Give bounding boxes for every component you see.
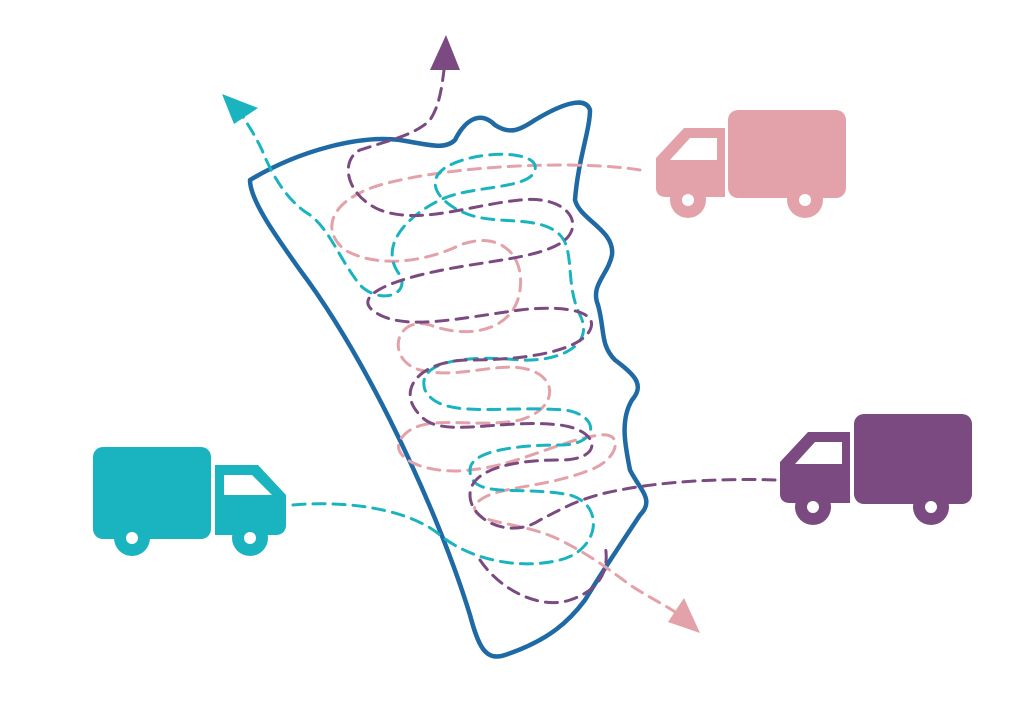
pink-truck-window xyxy=(670,138,717,160)
purple-truck-icon xyxy=(780,414,972,525)
purple-truck-window xyxy=(795,442,842,464)
pink-truck-icon xyxy=(656,110,846,218)
map-region-outline xyxy=(247,100,649,659)
teal-truck-icon xyxy=(93,447,286,556)
purple-arrow-icon xyxy=(430,35,460,70)
purple-route-tail xyxy=(478,543,608,605)
pink-arrow-icon xyxy=(668,598,700,633)
teal-arrow-icon xyxy=(222,94,258,124)
teal-truck-window xyxy=(224,475,272,495)
teal-route xyxy=(240,113,595,566)
pink-route xyxy=(330,163,677,614)
purple-route xyxy=(346,68,777,530)
